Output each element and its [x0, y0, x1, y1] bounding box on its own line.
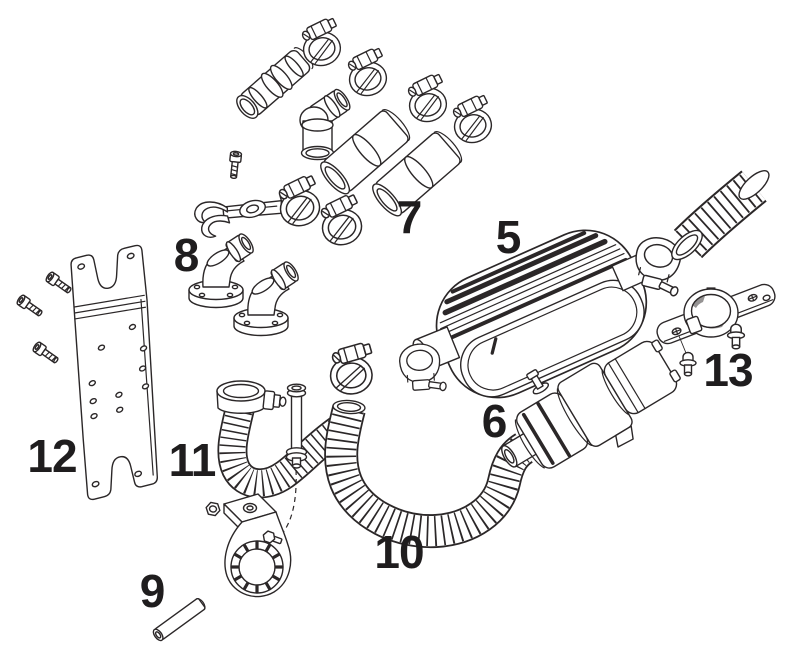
hose-clamp-icon [450, 92, 496, 148]
flanged-elbow-fitting-drawing [188, 230, 257, 309]
part-label-9: 9 [139, 565, 166, 617]
hose-clamp-icon [318, 191, 367, 250]
part-label-7: 7 [396, 191, 423, 243]
bracket-screw [679, 351, 697, 377]
hose-clamp-icon [276, 172, 325, 231]
part-label-11: 11 [168, 434, 217, 486]
part-label-13: 13 [703, 344, 753, 396]
fork-bracket-drawing [191, 177, 318, 241]
part-label-12: 12 [27, 430, 77, 482]
plate-screw [31, 340, 61, 367]
plate-screw [15, 293, 45, 320]
blower-unit-drawing [501, 339, 681, 469]
assembly-leader-line [264, 469, 297, 543]
mounting-plate-drawing [70, 244, 158, 501]
flanged-elbow-fitting-drawing [233, 258, 302, 337]
long-corrugated-hose-drawing [324, 399, 534, 549]
straight-connector-drawing [236, 47, 314, 119]
hose-clamp-icon [345, 45, 391, 101]
part-label-6: 6 [481, 395, 508, 447]
part-label-10: 10 [374, 526, 424, 578]
elbow-connector-drawing [299, 88, 351, 161]
pin-drawing [152, 597, 206, 642]
hose-clamp-icon [322, 334, 383, 404]
fork-bracket-screw [227, 150, 243, 180]
plate-screw [44, 270, 74, 297]
mounting-pin-drawing [285, 383, 308, 469]
brand-mark [490, 337, 498, 355]
pipe-mount-bracket-drawing [656, 283, 776, 377]
corrugated-hose-with-clamp-drawing [216, 380, 347, 499]
part-label-8: 8 [173, 229, 200, 281]
blower-top-screw [526, 369, 550, 395]
clamp-block-drawing [205, 493, 292, 598]
hose-clamp-icon [405, 71, 451, 127]
hose-end-clamp [216, 380, 287, 414]
part-label-5: 5 [495, 211, 522, 263]
exhaust-flex-pipe-drawing [671, 170, 770, 261]
